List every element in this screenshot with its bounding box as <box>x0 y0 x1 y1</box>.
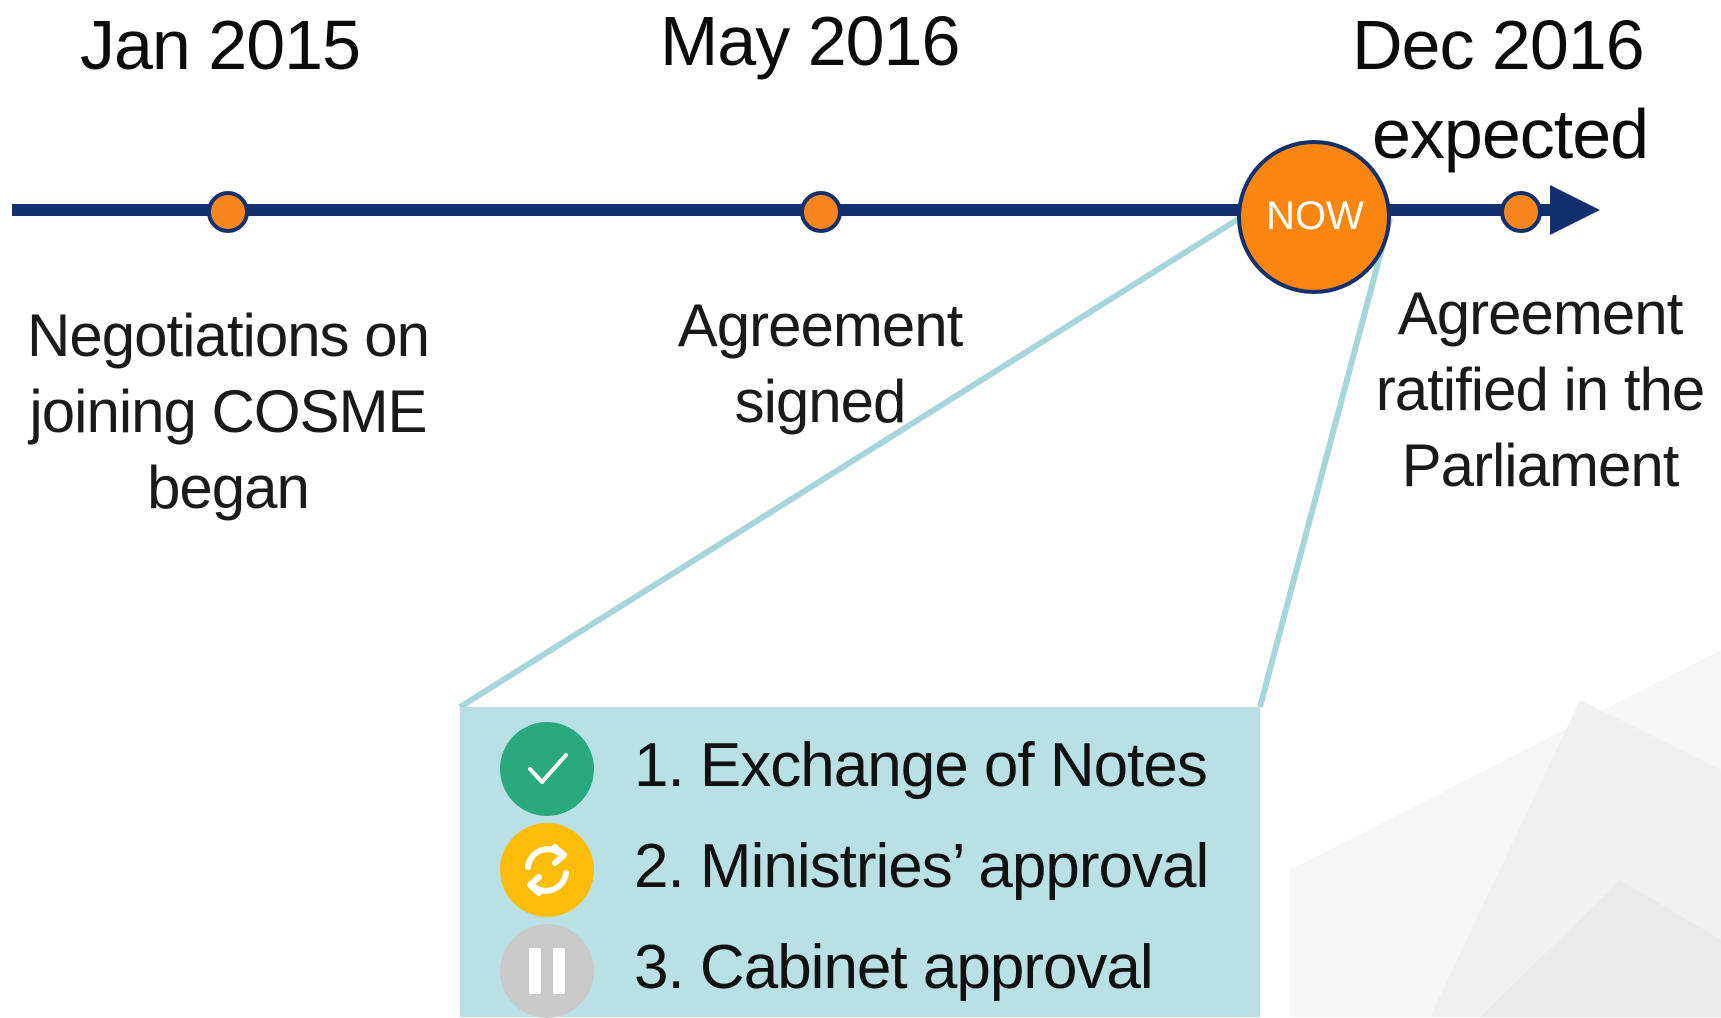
ratification-steps-panel: 1. Exchange of Notes 2. Ministries’ appr… <box>460 707 1260 1018</box>
step-label: 2. Ministries’ approval <box>634 832 1209 901</box>
step-item: 2. Ministries’ approval <box>500 816 1260 917</box>
milestone-description: Agreement ratified in the Parliament <box>1375 280 1706 499</box>
step-item: 1. Exchange of Notes <box>500 715 1260 816</box>
milestone-marker <box>1500 191 1542 233</box>
checkmark-icon <box>500 722 594 816</box>
now-label: NOW <box>1266 194 1364 238</box>
milestone-date-note: expected <box>1372 95 1649 173</box>
refresh-icon <box>500 823 594 917</box>
now-marker <box>1237 140 1391 294</box>
step-label: 1. Exchange of Notes <box>634 731 1208 800</box>
milestone-description: Agreement signed <box>677 292 964 435</box>
timeline-arrowhead <box>1550 185 1600 235</box>
milestone-description: Negotiations on joining COSME began <box>27 302 430 521</box>
milestone-marker <box>800 191 842 233</box>
milestone-date: Jan 2015 <box>80 6 361 84</box>
pause-icon <box>500 924 594 1018</box>
milestone-date: Dec 2016 <box>1352 6 1645 84</box>
step-item: 3. Cabinet approval <box>500 917 1260 1018</box>
milestone-marker <box>207 191 249 233</box>
step-label: 3. Cabinet approval <box>634 933 1154 1002</box>
milestone-date: May 2016 <box>660 2 960 80</box>
